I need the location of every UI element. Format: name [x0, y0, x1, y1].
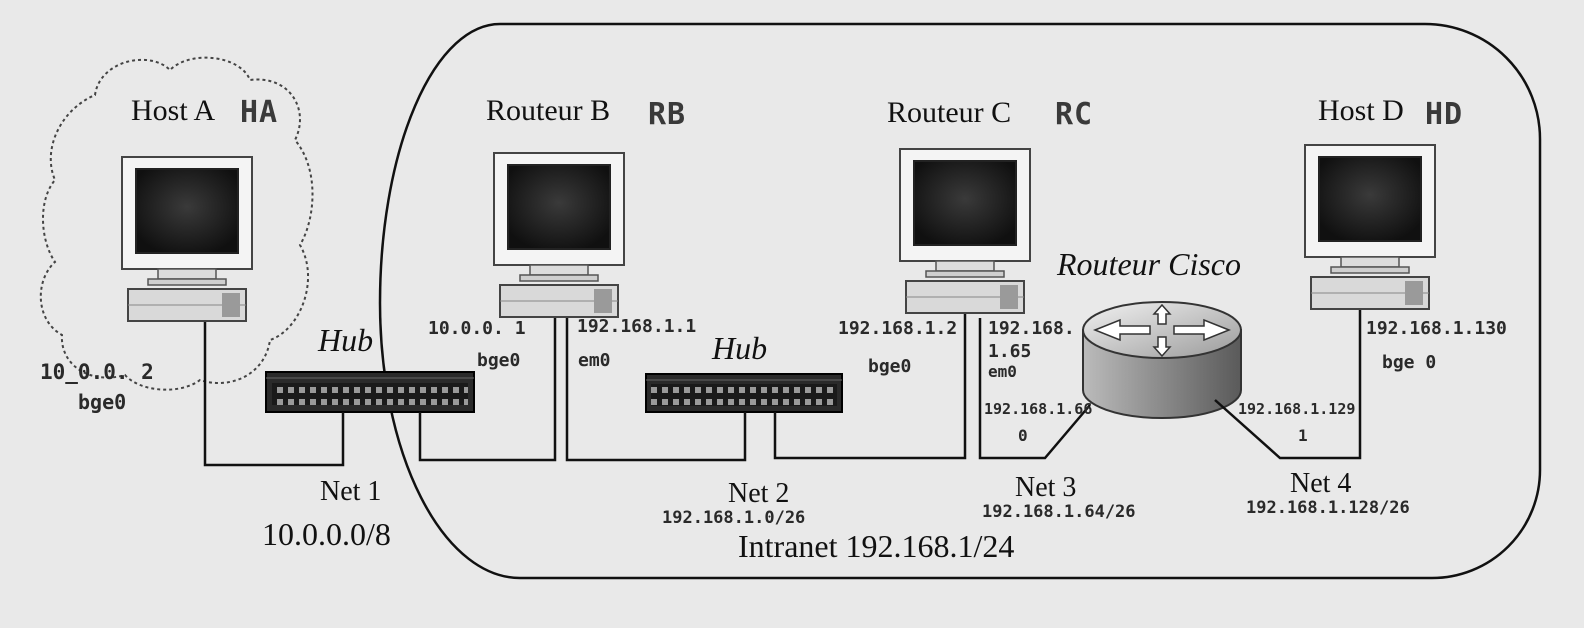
- router-b-computer: [493, 152, 625, 318]
- intranet-boundary: [378, 22, 1542, 580]
- net2-cidr: 192.168.1.0/26: [662, 508, 806, 528]
- net1-cidr: 10.0.0.0/8: [262, 516, 391, 552]
- cisco-router: [1082, 301, 1242, 419]
- router-b-name: Routeur B: [486, 94, 611, 127]
- host-d-iface: bge 0: [1382, 352, 1437, 373]
- router-c-name: Routeur C: [887, 96, 1012, 129]
- cisco-right-iface: 1: [1298, 426, 1308, 445]
- host-a-computer: [121, 156, 253, 322]
- net4-name: Net 4: [1290, 468, 1352, 499]
- cisco-top-iface: em0: [988, 362, 1017, 381]
- router-c-ip: 192.168.1.2: [838, 318, 958, 339]
- host-d-tag: HD: [1425, 97, 1464, 132]
- router-b-right-iface: em0: [578, 350, 611, 371]
- host-d-ip: 192.168.1.130: [1366, 318, 1507, 339]
- router-c-iface: bge0: [868, 356, 912, 377]
- cisco-top-ip-line1: 192.168.: [988, 318, 1075, 339]
- router-b-right-ip: 192.168.1.1: [577, 316, 697, 337]
- net3-cidr: 192.168.1.64/26: [982, 502, 1136, 522]
- cisco-left-ip: 192.168.1.66: [984, 400, 1093, 418]
- cisco-router-name: Routeur Cisco: [1057, 246, 1241, 282]
- net3-name: Net 3: [1015, 472, 1077, 503]
- router-b-left-ip: 10.0.0. 1: [428, 318, 526, 339]
- host-a-iface: bge0: [78, 390, 127, 414]
- wires: [203, 310, 1362, 467]
- hub-2-label: Hub: [712, 330, 768, 366]
- router-c-tag: RC: [1055, 97, 1094, 132]
- net2-name: Net 2: [728, 478, 790, 509]
- intranet-label: Intranet 192.168.1/24: [738, 528, 1015, 564]
- host-d-computer: [1304, 144, 1436, 310]
- net4-cidr: 192.168.1.128/26: [1246, 498, 1410, 518]
- cisco-left-iface: 0: [1018, 426, 1028, 445]
- host-a-name: Host A: [131, 94, 216, 127]
- host-d-name: Host D: [1318, 94, 1404, 127]
- router-b-left-iface: bge0: [477, 350, 521, 371]
- hub-1-label: Hub: [318, 322, 374, 358]
- cisco-top-ip-line2: 1.65: [988, 341, 1032, 362]
- net1-name: Net 1: [320, 476, 382, 507]
- hub-1: [265, 371, 475, 413]
- host-a-tag: HA: [240, 95, 279, 130]
- host-a-cloud: [39, 56, 314, 391]
- router-b-tag: RB: [648, 97, 687, 132]
- hub-2: [645, 373, 843, 413]
- host-a-ip: 10_0.0. 2: [40, 360, 154, 384]
- cisco-right-ip: 192.168.1.129: [1238, 400, 1356, 418]
- router-c-computer: [899, 148, 1031, 314]
